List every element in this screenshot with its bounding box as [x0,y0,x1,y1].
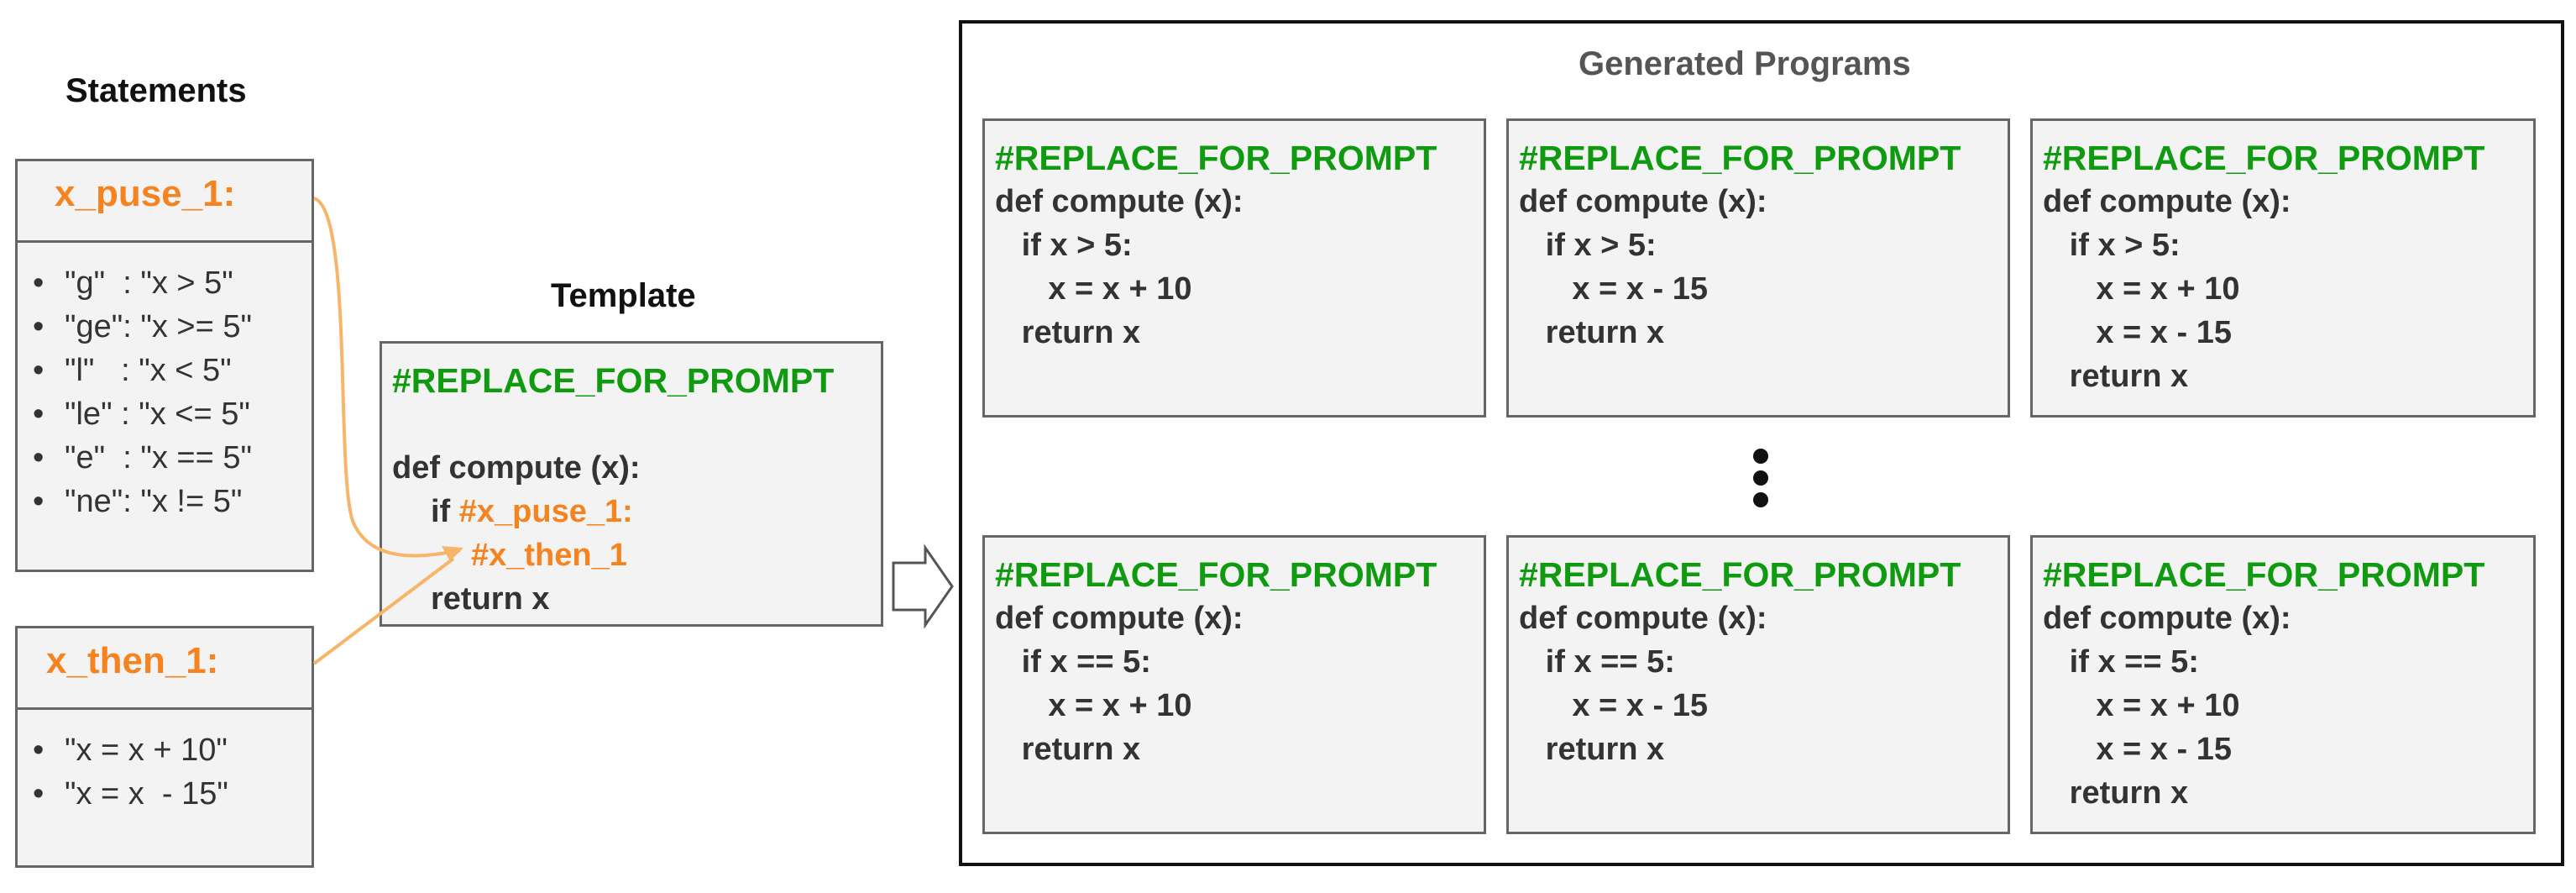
then-statement-box: x_then_1: "x = x + 10" "x = x - 15" [15,626,314,868]
program-line: if x > 5: [995,228,1133,263]
then-statement-name: x_then_1: [18,628,312,710]
program-line: if x > 5: [1519,228,1657,263]
program-line: return x [995,315,1141,350]
ellipsis-dot [1753,492,1768,507]
then-options-list: "x = x + 10" "x = x - 15" [18,710,312,816]
program-line: def compute (x): [1519,601,1767,636]
program-line: return x [2043,775,2189,811]
program-line: return x [1519,315,1665,350]
program-comment: #REPLACE_FOR_PROMPT [995,555,1437,594]
template-if-keyword: if [431,494,459,529]
program-line: x = x + 10 [2043,688,2240,723]
program-card: #REPLACE_FOR_PROMPT def compute (x): if … [982,535,1486,834]
program-comment: #REPLACE_FOR_PROMPT [1519,139,1961,177]
program-line: def compute (x): [995,601,1243,636]
program-line: x = x + 10 [995,271,1192,307]
program-line: def compute (x): [2043,601,2291,636]
program-line: def compute (x): [2043,184,2291,219]
program-line: return x [995,732,1141,767]
program-comment: #REPLACE_FOR_PROMPT [2043,555,2485,594]
program-line: if x > 5: [2043,228,2181,263]
template-box: #REPLACE_FOR_PROMPT def compute (x): if … [380,341,883,627]
program-comment: #REPLACE_FOR_PROMPT [2043,139,2485,177]
cond-option: "ne": "x != 5" [33,480,312,523]
program-comment: #REPLACE_FOR_PROMPT [995,139,1437,177]
program-line: x = x + 10 [995,688,1192,723]
cond-option: "g" : "x > 5" [33,261,312,305]
program-comment: #REPLACE_FOR_PROMPT [1519,555,1961,594]
template-comment: #REPLACE_FOR_PROMPT [392,361,835,400]
cond-option: "ge": "x >= 5" [33,305,312,349]
program-line: if x == 5: [995,644,1151,680]
connector-arrowhead [442,546,463,561]
statements-heading: Statements [65,72,247,109]
program-card: #REPLACE_FOR_PROMPT def compute (x): if … [2030,535,2536,834]
then-option: "x = x + 10" [33,728,312,772]
ellipsis-dot [1753,449,1768,464]
program-line: x = x - 15 [1519,688,1708,723]
program-line: if x == 5: [1519,644,1675,680]
template-then-placeholder: #x_then_1 [471,538,627,573]
template-cond-placeholder: #x_puse_1: [458,494,633,529]
template-def-line: def compute (x): [392,450,641,486]
program-line: def compute (x): [1519,184,1767,219]
program-line: x = x + 10 [2043,271,2240,307]
generated-programs-heading: Generated Programs [1579,45,1911,82]
cond-statement-box: x_puse_1: "g" : "x > 5" "ge": "x >= 5" "… [15,159,314,572]
program-line: x = x - 15 [2043,315,2232,350]
program-card: #REPLACE_FOR_PROMPT def compute (x): if … [1506,535,2010,834]
program-line: return x [2043,359,2189,394]
cond-options-list: "g" : "x > 5" "ge": "x >= 5" "l" : "x < … [18,243,312,523]
then-option: "x = x - 15" [33,772,312,816]
program-card: #REPLACE_FOR_PROMPT def compute (x): if … [2030,118,2536,418]
program-card: #REPLACE_FOR_PROMPT def compute (x): if … [1506,118,2010,418]
template-return-line: return x [431,581,550,617]
program-line: x = x - 15 [2043,732,2232,767]
cond-option: "le" : "x <= 5" [33,392,312,436]
program-card: #REPLACE_FOR_PROMPT def compute (x): if … [982,118,1486,418]
program-line: def compute (x): [995,184,1243,219]
then-connector-arrow [312,557,455,665]
cond-option: "e" : "x == 5" [33,436,312,480]
cond-statement-name: x_puse_1: [18,161,312,243]
cond-connector-arrow [313,197,461,558]
flow-arrow [892,544,954,629]
program-line: return x [1519,732,1665,767]
ellipsis-dot [1753,470,1768,486]
cond-option: "l" : "x < 5" [33,349,312,392]
program-line: x = x - 15 [1519,271,1708,307]
template-heading: Template [551,277,696,314]
program-line: if x == 5: [2043,644,2199,680]
